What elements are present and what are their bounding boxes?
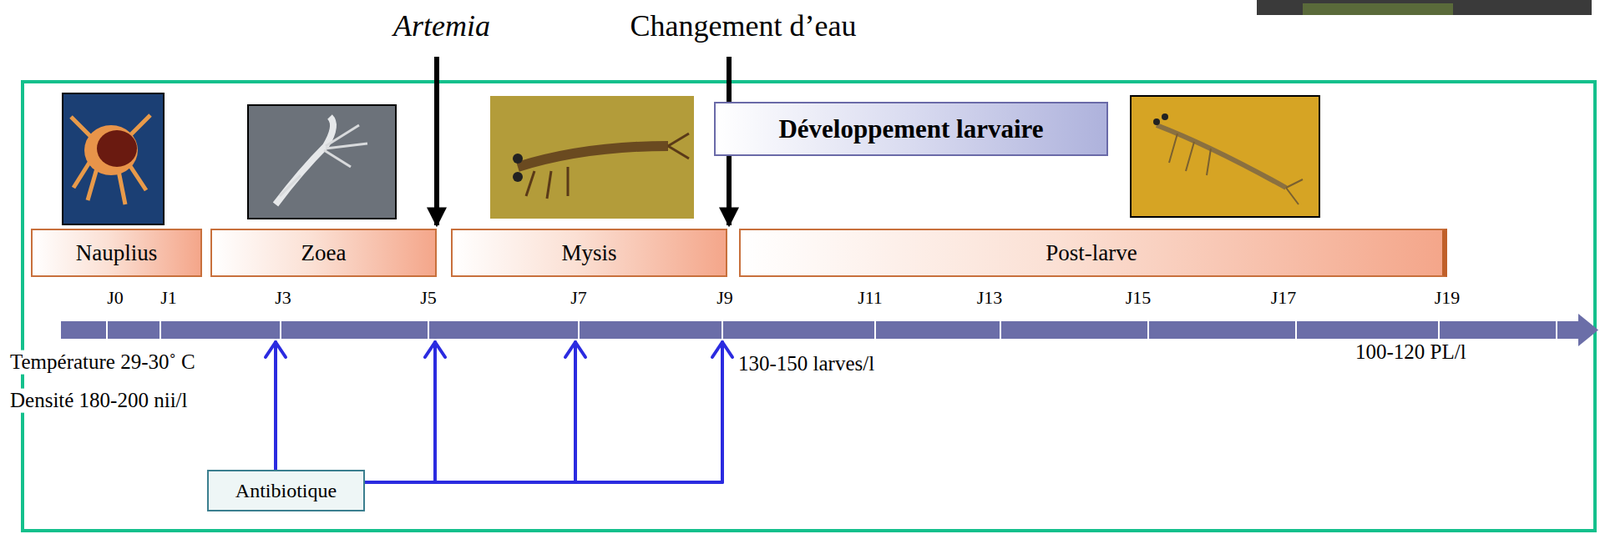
box-label: Nauplius (75, 240, 158, 267)
nauplius-photo (62, 93, 164, 225)
box-label: Post-larve (1045, 240, 1137, 267)
day-label: J5 (418, 287, 439, 309)
day-label: J9 (714, 287, 735, 309)
day-label: J1 (158, 287, 179, 309)
stage-box: Zoea (210, 228, 437, 278)
photo-fragment (1302, 3, 1454, 16)
day-label: J7 (568, 287, 589, 309)
day-label: J13 (975, 287, 1005, 309)
annotation: Changement d’eau (628, 9, 859, 44)
frame (22, 81, 1595, 532)
antibiotic-arrows (265, 342, 733, 483)
stage-box: Nauplius (30, 228, 203, 278)
treatment-box: Antibiotique (207, 470, 365, 512)
stage-box: Post-larve (739, 228, 1448, 278)
day-label: J11 (855, 287, 885, 309)
stage-box: Mysis (450, 228, 728, 278)
day-label: J19 (1432, 287, 1463, 309)
day-label: J0 (105, 287, 126, 309)
photo-fragment (1256, 0, 1592, 16)
box-label: Antibiotique (235, 480, 337, 503)
artemia-arrow (434, 56, 440, 226)
post-larva-photo (1130, 96, 1320, 218)
condition-note: Température 29-30˚ C (8, 350, 198, 375)
annotation: Artemia (391, 9, 492, 44)
day-label: J17 (1269, 287, 1299, 309)
box-label: Développement larvaire (778, 114, 1044, 145)
density-note: 100-120 PL/l (1353, 340, 1469, 365)
mysis-photo (490, 96, 694, 219)
box-label: Mysis (561, 240, 617, 267)
density-note: 130-150 larves/l (736, 352, 876, 377)
zoea-photo (248, 105, 396, 219)
day-label: J15 (1124, 287, 1154, 309)
title-box: Développement larvaire (713, 101, 1109, 157)
condition-note: Densité 180-200 nii/l (8, 389, 189, 414)
box-label: Zoea (301, 240, 347, 267)
day-label: J3 (273, 287, 294, 309)
